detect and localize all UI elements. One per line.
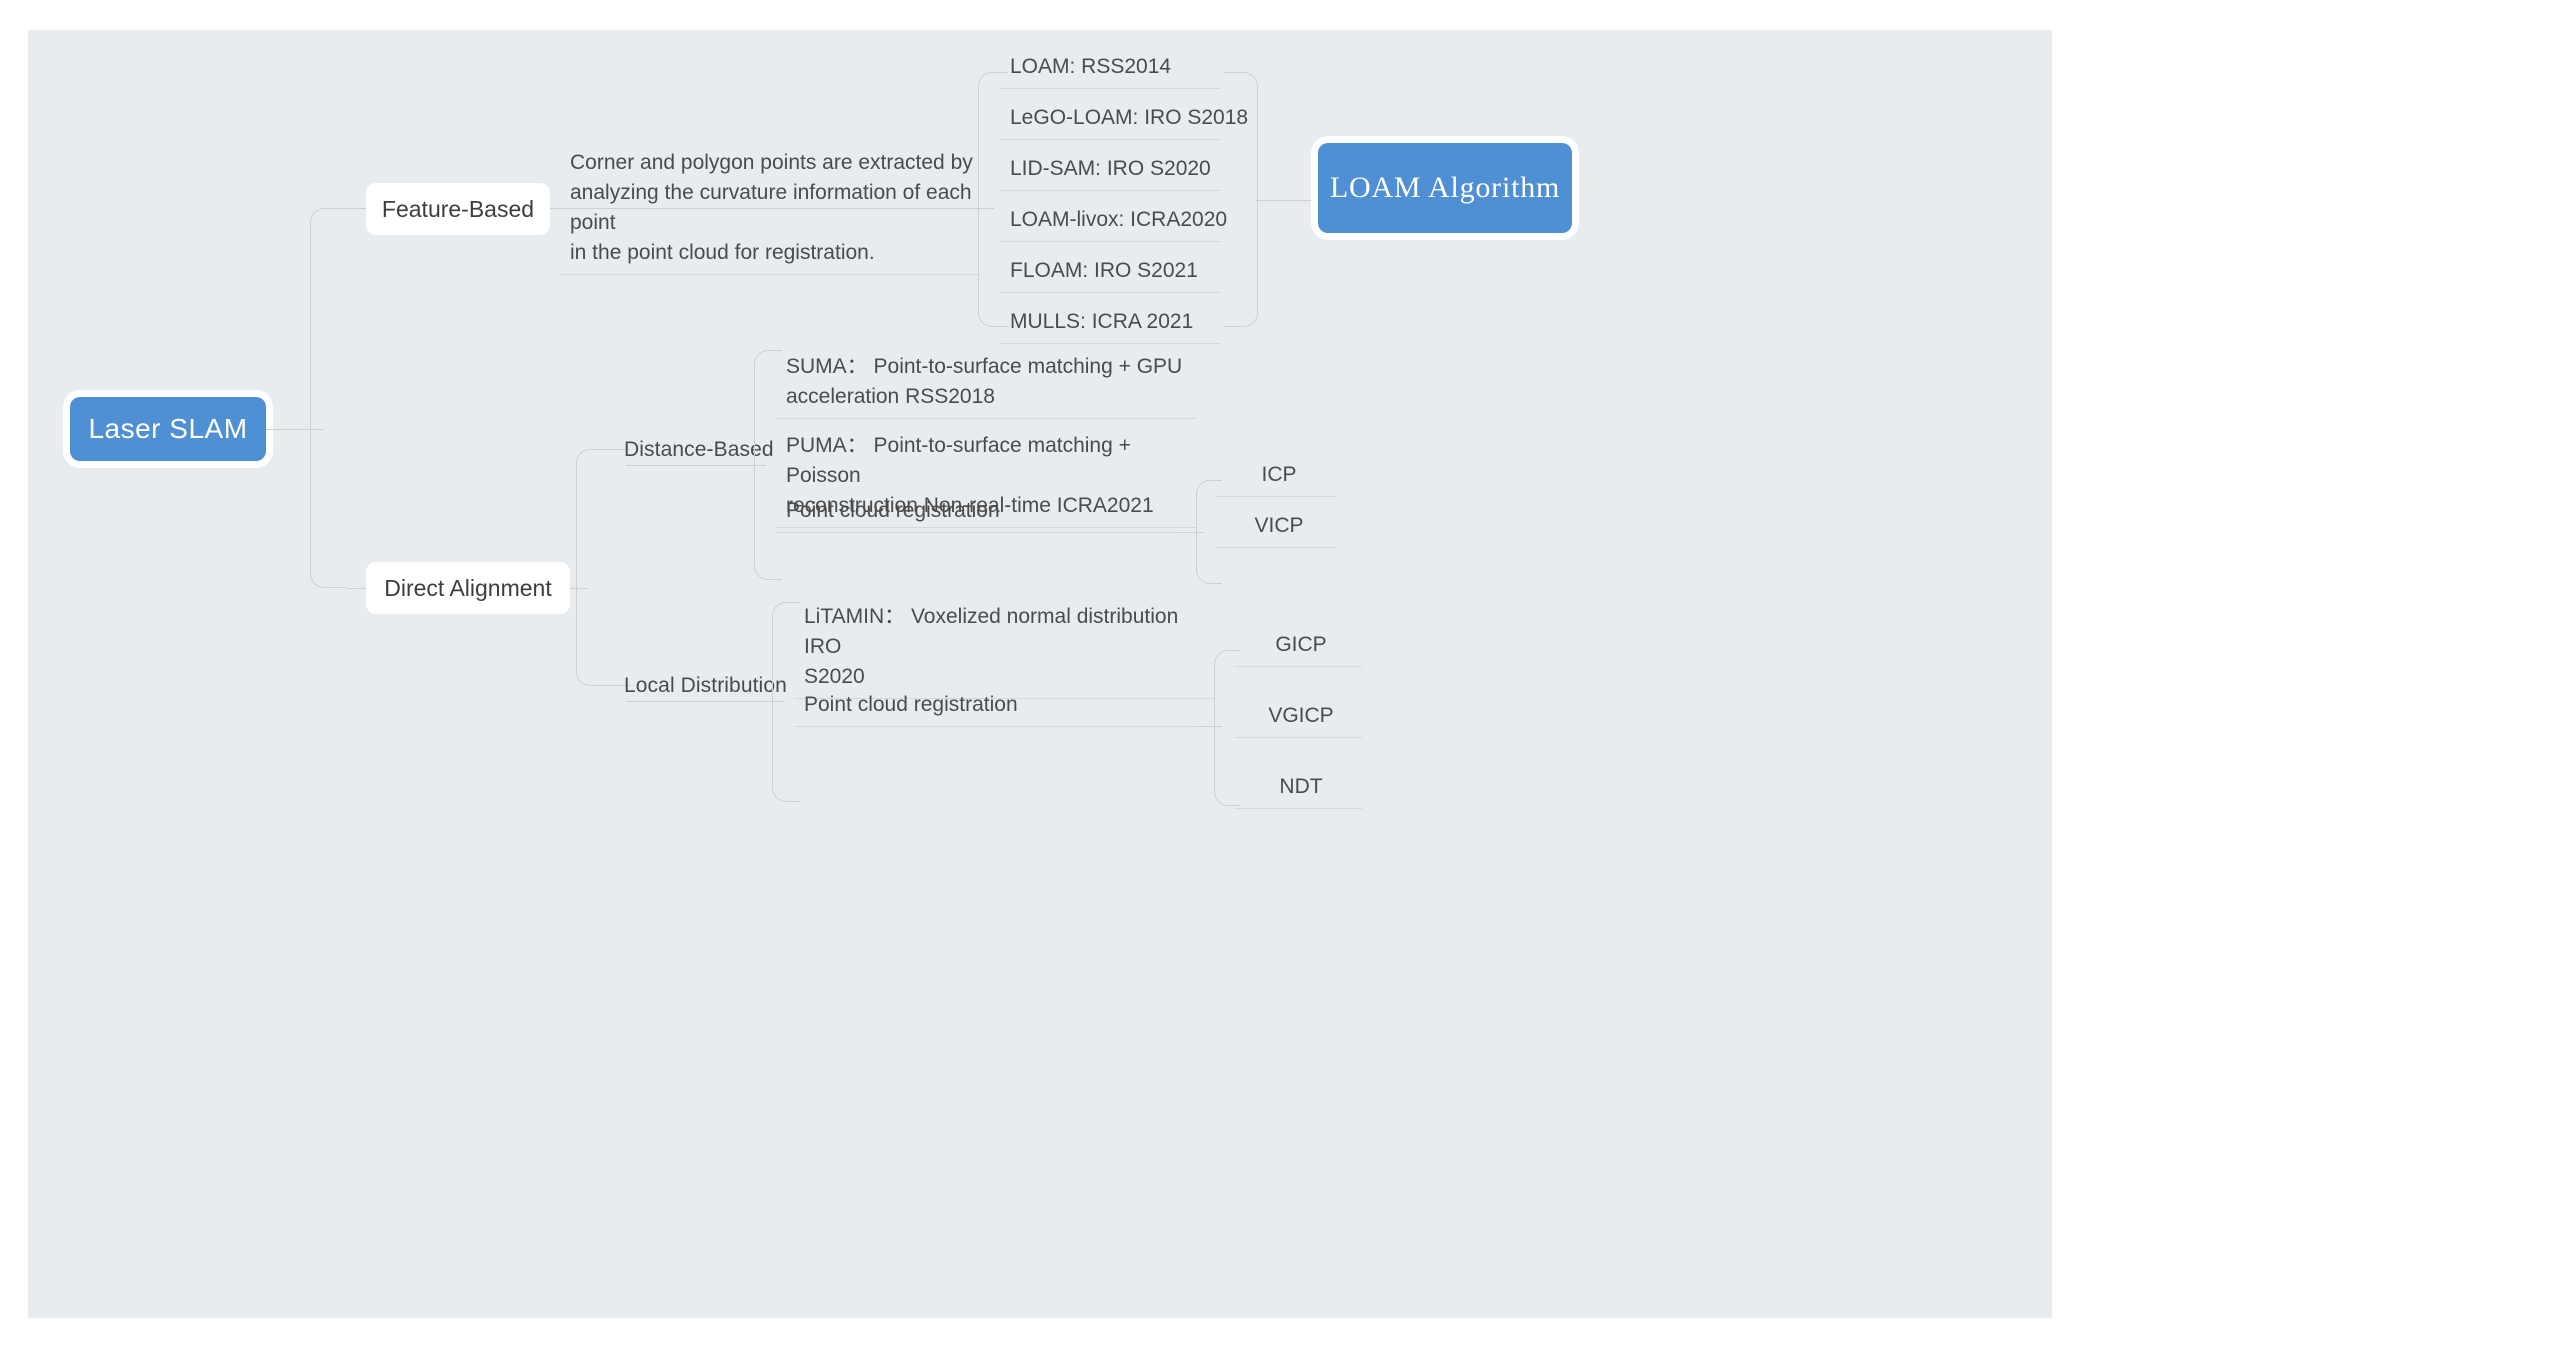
node-direct-alignment-label: Direct Alignment xyxy=(384,574,552,601)
distance-item-0: SUMA： Point-to-surface matching + GPU ac… xyxy=(776,322,1196,419)
connector-group-to-loam xyxy=(1256,200,1326,201)
local-method-2: NDT xyxy=(1234,772,1362,809)
local-method-2-label: NDT xyxy=(1279,775,1323,798)
connector-spine-to-direct xyxy=(346,588,382,589)
algo-item-2: LID-SAM: IRO S2020 xyxy=(1000,154,1220,191)
distance-method-0-label: ICP xyxy=(1261,463,1297,486)
algo-item-0: LOAM: RSS2014 xyxy=(1000,52,1220,89)
local-method-1-label: VGICP xyxy=(1268,704,1334,727)
node-feature-based[interactable]: Feature-Based xyxy=(366,183,550,235)
root-node-laser-slam[interactable]: Laser SLAM xyxy=(70,397,266,461)
connector-distance-reg-to-methods xyxy=(1176,532,1204,533)
connector-local-underline xyxy=(626,701,774,702)
distance-method-1: VICP xyxy=(1216,511,1336,548)
connector-sub-distance xyxy=(606,449,630,450)
distance-item-1: PUMA： Point-to-surface matching + Poisso… xyxy=(776,401,1196,528)
connector-spine-bracket xyxy=(310,208,346,588)
node-distance-based[interactable]: Distance-Based xyxy=(624,434,834,466)
distance-registration[interactable]: Point cloud registration xyxy=(776,496,1196,533)
connector-spine-to-feature xyxy=(346,208,382,209)
node-feature-based-label: Feature-Based xyxy=(381,195,535,222)
distance-registration-label: Point cloud registration xyxy=(786,499,1000,522)
local-item-0-label: LiTAMIN： Voxelized normal distribution I… xyxy=(804,605,1179,688)
algo-item-3-label: LOAM-livox: ICRA2020 xyxy=(1010,208,1228,231)
connector-distance-to-items xyxy=(746,465,766,466)
algo-item-0-label: LOAM: RSS2014 xyxy=(1010,55,1172,78)
node-direct-alignment[interactable]: Direct Alignment xyxy=(366,562,570,614)
mindmap-canvas: Laser SLAM Feature-Based Corner and poly… xyxy=(28,30,2052,1318)
algo-item-5: MULLS: ICRA 2021 xyxy=(1000,307,1220,344)
node-local-distribution-label: Local Distribution xyxy=(624,673,787,697)
connector-local-to-items xyxy=(768,701,784,702)
local-method-0-label: GICP xyxy=(1275,633,1327,656)
local-registration[interactable]: Point cloud registration xyxy=(794,690,1214,727)
distance-method-0: ICP xyxy=(1216,460,1336,497)
algo-item-2-label: LID-SAM: IRO S2020 xyxy=(1010,157,1211,180)
node-loam-algorithm-label: LOAM Algorithm xyxy=(1329,171,1561,204)
algo-item-3: LOAM-livox: ICRA2020 xyxy=(1000,205,1227,242)
algo-item-5-label: MULLS: ICRA 2021 xyxy=(1010,310,1194,333)
local-item-0: LiTAMIN： Voxelized normal distribution I… xyxy=(794,572,1214,699)
connector-description-to-algos xyxy=(970,208,994,209)
connector-root-to-spine xyxy=(266,429,324,430)
connector-direct-to-subs xyxy=(570,588,588,589)
algo-item-4: FLOAM: IRO S2021 xyxy=(1000,256,1220,293)
local-method-1: VGICP xyxy=(1234,701,1362,738)
local-registration-label: Point cloud registration xyxy=(804,693,1018,716)
node-local-distribution[interactable]: Local Distribution xyxy=(624,670,844,702)
distance-item-0-label: SUMA： Point-to-surface matching + GPU ac… xyxy=(786,355,1183,408)
connector-sub-local xyxy=(606,685,630,686)
root-node-label: Laser SLAM xyxy=(88,413,248,444)
algo-item-1: LeGO-LOAM: IRO S2018 xyxy=(1000,103,1248,140)
node-feature-description: Corner and polygon points are extracted … xyxy=(560,118,980,275)
node-loam-algorithm[interactable]: LOAM Algorithm xyxy=(1318,143,1572,233)
node-feature-description-text: Corner and polygon points are extracted … xyxy=(570,151,973,264)
distance-method-1-label: VICP xyxy=(1254,514,1304,537)
connector-local-reg-to-methods xyxy=(1194,726,1222,727)
node-distance-based-label: Distance-Based xyxy=(624,437,774,461)
distance-item-1-label: PUMA： Point-to-surface matching + Poisso… xyxy=(786,434,1154,517)
connector-subs-bracket xyxy=(576,449,606,686)
algo-item-4-label: FLOAM: IRO S2021 xyxy=(1010,259,1198,282)
connector-feature-to-description xyxy=(550,208,970,209)
connector-distance-underline xyxy=(626,465,752,466)
local-method-0: GICP xyxy=(1234,630,1362,667)
algo-item-1-label: LeGO-LOAM: IRO S2018 xyxy=(1010,106,1249,129)
